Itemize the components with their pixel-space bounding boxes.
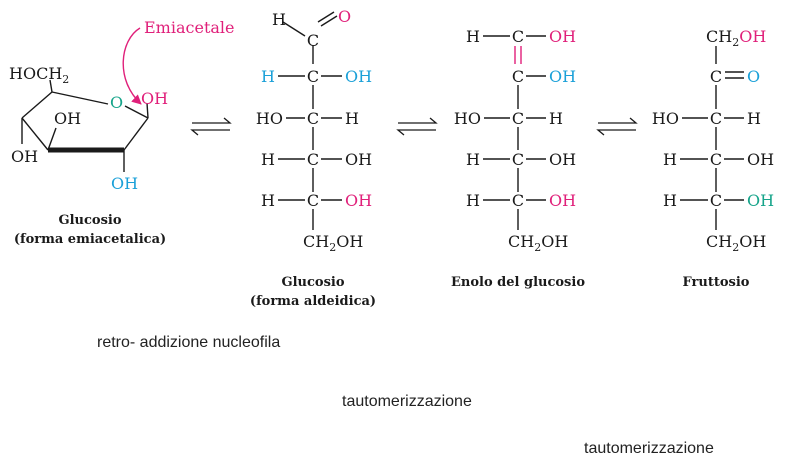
equilibrium-arrow-3 — [598, 117, 638, 124]
equilibrium-arrow-1-back — [190, 129, 230, 136]
enol-c3-h: H — [549, 109, 563, 128]
glucose-caption-line2: (forma aldeidica) — [250, 294, 376, 309]
enol-c3-c: C — [512, 109, 524, 128]
glucose-c2-h: H — [261, 67, 275, 86]
enol-c3-ho: HO — [454, 109, 481, 128]
equilibrium-arrow-3-back — [596, 129, 636, 136]
equilibrium-arrow-2-back — [396, 129, 436, 136]
glucose-c2-oh: OH — [345, 67, 372, 86]
fructose-c3-h: H — [747, 109, 761, 128]
glucose-c2-c: C — [307, 67, 319, 86]
fructose-c2-c: C — [710, 67, 722, 86]
ring-oh-c3: OH — [11, 147, 38, 166]
enol-c1-oh: OH — [549, 27, 576, 46]
enol-c6-label: CH — [508, 232, 534, 251]
enol-c2-oh: OH — [549, 67, 576, 86]
ring-caption-line2: (forma emiacetalica) — [14, 232, 166, 247]
glucose-c1-o: O — [338, 7, 351, 26]
glucose-c5-c: C — [307, 191, 319, 210]
enol-c5-oh: OH — [549, 191, 576, 210]
enol-c2-c: C — [512, 67, 524, 86]
fructose-c4-h: H — [663, 150, 677, 169]
fructose-c6-label: CH — [706, 232, 732, 251]
enol-c1-h: H — [466, 27, 480, 46]
step-note-tautomerization-1: tautomerizzazione — [342, 393, 472, 410]
glucose-c5-h: H — [261, 191, 275, 210]
enol-structure: H C OH C OH HO C H H C OH H C OH CH2OH E… — [451, 27, 585, 290]
enol-c6-subscript: 2 — [534, 241, 541, 254]
fructose-c6-oh: OH — [739, 232, 766, 251]
hemiacetal-callout: Emiacetale — [144, 18, 235, 37]
enol-c5-h: H — [466, 191, 480, 210]
hemiacetal-ring-structure: Emiacetale HOCH2 O OH OH OH OH Glucosio … — [9, 18, 235, 247]
step-note-tautomerization-2: tautomerizzazione — [584, 440, 714, 457]
glucose-c3-c: C — [307, 109, 319, 128]
fructose-c2-o: O — [747, 67, 760, 86]
enol-c4-h: H — [466, 150, 480, 169]
equilibrium-arrow-2 — [398, 117, 438, 124]
fructose-c4-c: C — [710, 150, 722, 169]
ring-oh-c2: OH — [111, 174, 138, 193]
fructose-caption: Fruttosio — [683, 275, 750, 290]
fructose-c5-oh: OH — [747, 191, 774, 210]
enol-c6-oh: OH — [541, 232, 568, 251]
fructose-c6-subscript: 2 — [732, 241, 739, 254]
glucose-c3-ho: HO — [256, 109, 283, 128]
fructose-c1-subscript: 2 — [732, 36, 739, 49]
ring-anomeric-oh: OH — [141, 89, 168, 108]
fructose-structure: CH2OH C O HO C H H C OH H C OH CH2OH Fru… — [652, 27, 774, 290]
glucose-c5-oh: OH — [345, 191, 372, 210]
fructose-c3-c: C — [710, 109, 722, 128]
enol-caption: Enolo del glucosio — [451, 275, 585, 290]
fructose-c1-label: CH — [706, 27, 732, 46]
fructose-c5-h: H — [663, 191, 677, 210]
enol-c5-c: C — [512, 191, 524, 210]
glucose-c3-h: H — [345, 109, 359, 128]
glucose-c1-c: C — [307, 31, 319, 50]
glucose-aldehyde-structure: H C O H C OH HO C H H C OH H C OH CH2OH … — [250, 7, 376, 309]
glucose-caption-line1: Glucosio — [281, 275, 344, 290]
glucose-c6-subscript: 2 — [329, 241, 336, 254]
fructose-c3-ho: HO — [652, 109, 679, 128]
ring-ch2oh-label: HOCH — [9, 64, 62, 83]
glucose-c4-h: H — [261, 150, 275, 169]
equilibrium-arrows — [190, 117, 638, 136]
fructose-c1-oh: OH — [739, 27, 766, 46]
enol-c4-oh: OH — [549, 150, 576, 169]
glucose-c1-h: H — [272, 10, 286, 29]
enol-c4-c: C — [512, 150, 524, 169]
fructose-c6: CH2OH — [706, 232, 766, 254]
glucose-c6-label: CH — [303, 232, 329, 251]
glucose-c4-oh: OH — [345, 150, 372, 169]
enol-c1-c: C — [512, 27, 524, 46]
fructose-c4-oh: OH — [747, 150, 774, 169]
equilibrium-arrow-1 — [192, 117, 232, 124]
glucose-c4-c: C — [307, 150, 319, 169]
ring-oxygen: O — [110, 93, 123, 112]
ring-caption-line1: Glucosio — [58, 213, 121, 228]
step-note-retro-addition: retro- addizione nucleofila — [97, 334, 281, 351]
ring-ch2oh-group: HOCH2 — [9, 64, 69, 86]
enol-c6: CH2OH — [508, 232, 568, 254]
fructose-c5-c: C — [710, 191, 722, 210]
ring-ch2oh-subscript: 2 — [62, 73, 69, 86]
glucose-c6-oh: OH — [336, 232, 363, 251]
ring-oh-c4: OH — [54, 109, 81, 128]
glucose-c6: CH2OH — [303, 232, 363, 254]
fructose-c1: CH2OH — [706, 27, 766, 49]
